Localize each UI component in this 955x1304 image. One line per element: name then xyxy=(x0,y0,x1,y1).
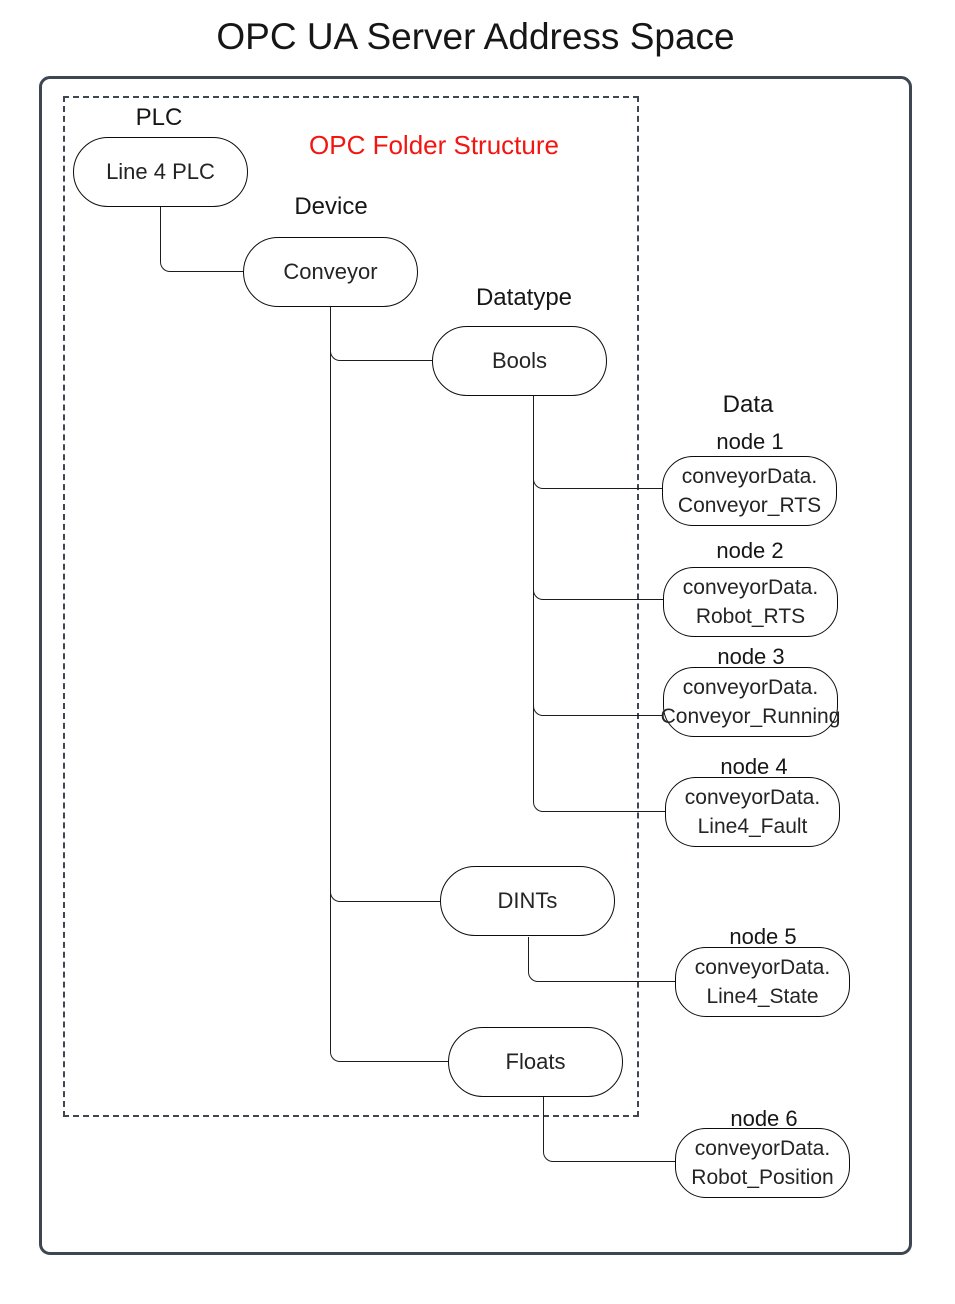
datatype-node-bools: Bools xyxy=(432,326,607,396)
address-space-frame xyxy=(39,76,912,1255)
data-node-caption: node 1 xyxy=(716,429,784,454)
data-node-text-line1: conveyorData. xyxy=(694,956,831,979)
data-node-bubble: conveyorData. Conveyor_RTS xyxy=(662,456,837,526)
data-node-text-line2: Conveyor_RTS xyxy=(677,494,822,517)
data-node-text-line1: conveyorData. xyxy=(684,786,821,809)
page-title: OPC UA Server Address Space xyxy=(216,16,735,57)
device-node: Conveyor xyxy=(243,237,418,307)
data-node-bubble: conveyorData. Robot_Position xyxy=(675,1128,850,1198)
data-node-bubble: conveyorData. Line4_State xyxy=(675,947,850,1017)
data-node-caption: node 3 xyxy=(717,644,785,669)
data-node-caption: node 6 xyxy=(730,1106,798,1131)
connector-plc-to-conveyor xyxy=(160,207,243,272)
data-node-bubble: conveyorData. Robot_RTS xyxy=(663,567,838,637)
data-node-text-line2: Line4_State xyxy=(706,985,819,1008)
data-node-text-line1: conveyorData. xyxy=(682,676,819,699)
data-node-text-line1: conveyorData. xyxy=(681,465,818,488)
connector-dints-to-node5 xyxy=(528,937,675,982)
data-node-caption: node 2 xyxy=(716,538,784,563)
opc-folder-structure-frame xyxy=(63,96,639,1117)
data-node-text-line1: conveyorData. xyxy=(694,1137,831,1160)
datatype-node-dints: DINTs xyxy=(440,866,615,936)
level-label-device: Device xyxy=(294,193,368,220)
data-node-caption: node 4 xyxy=(720,754,788,779)
data-node-bubble: conveyorData. Line4_Fault xyxy=(665,777,840,847)
level-label-plc: PLC xyxy=(135,104,183,131)
level-label-datatype: Datatype xyxy=(475,284,573,311)
data-node-bubble: conveyorData. Conveyor_Running xyxy=(660,667,841,737)
plc-node: Line 4 PLC xyxy=(73,137,248,207)
data-node-text-line1: conveyorData. xyxy=(682,576,819,599)
datatype-node-floats: Floats xyxy=(448,1027,623,1097)
opc-folder-structure-label: OPC Folder Structure xyxy=(309,130,559,160)
data-node-text-line2: Conveyor_Running xyxy=(660,705,841,728)
data-node-caption: node 5 xyxy=(729,924,797,949)
connector-floats-to-node6 xyxy=(543,1097,675,1162)
data-node-text-line2: Robot_RTS xyxy=(695,605,806,628)
connector-conveyor-to-floats xyxy=(330,307,448,1062)
level-label-data: Data xyxy=(722,391,774,418)
data-node-text-line2: Robot_Position xyxy=(691,1166,834,1189)
data-node-text-line2: Line4_Fault xyxy=(697,815,808,838)
connector-bools-to-node4 xyxy=(533,396,665,812)
